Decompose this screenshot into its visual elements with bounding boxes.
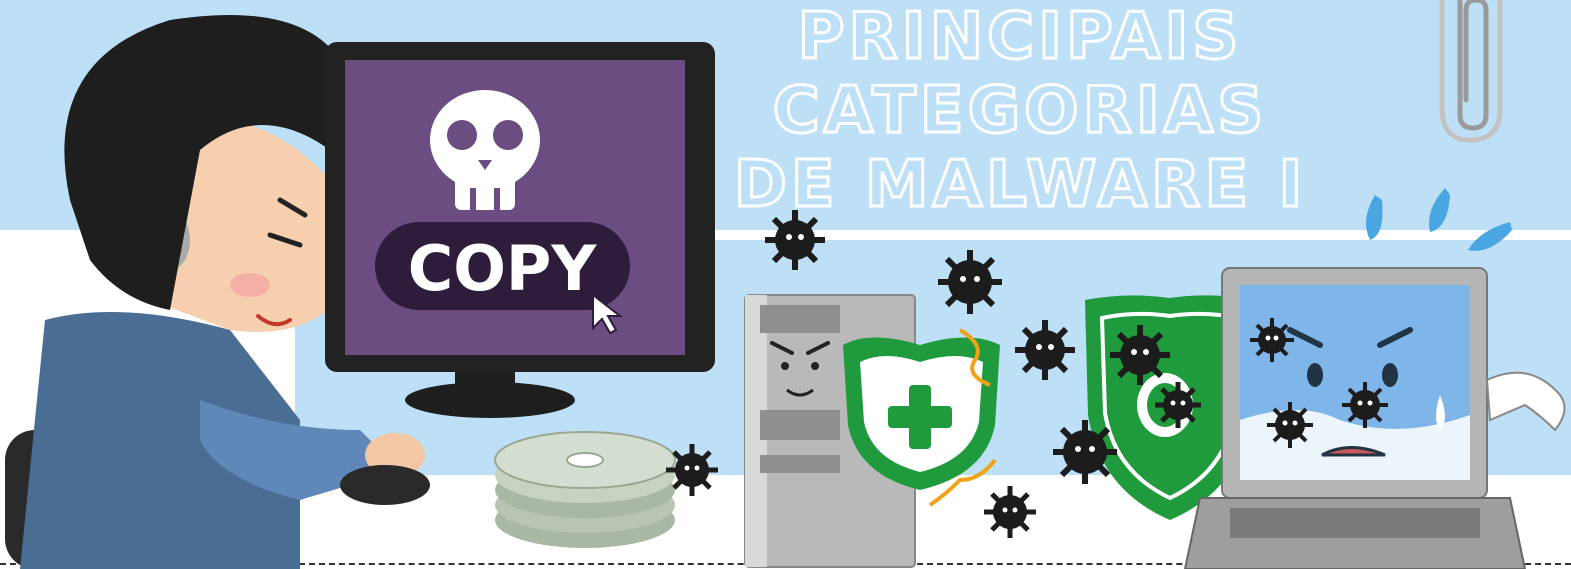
tower-mouth bbox=[786, 388, 814, 397]
virus-icon bbox=[1342, 382, 1388, 428]
virus-icon bbox=[1015, 320, 1075, 380]
person-eye-left bbox=[277, 197, 308, 218]
tower-eye-right bbox=[811, 362, 819, 370]
sweat-drop-icon bbox=[1468, 222, 1512, 251]
person-torso bbox=[20, 312, 300, 569]
person-smile bbox=[256, 314, 292, 327]
laptop-brow-left bbox=[1287, 327, 1323, 348]
shield-glow-top bbox=[958, 328, 991, 387]
laptop-brow-right bbox=[1377, 327, 1413, 348]
virus-icon bbox=[765, 210, 825, 270]
computer-mouse bbox=[340, 465, 430, 505]
laptop-eye-left bbox=[1307, 363, 1323, 387]
person-face bbox=[150, 116, 340, 332]
shield-glow-bottom bbox=[928, 458, 997, 507]
tower-side bbox=[745, 295, 767, 567]
paperclip-icon bbox=[1457, 0, 1489, 131]
virus-icon bbox=[984, 486, 1036, 538]
laptop-arm bbox=[1485, 371, 1566, 432]
tower-drive-bay-3 bbox=[760, 455, 840, 473]
tower-drive-bay-1 bbox=[760, 305, 840, 333]
laptop-mouth bbox=[1321, 446, 1386, 457]
laptop-keyboard bbox=[1230, 508, 1480, 538]
sweat-drop-icon bbox=[1429, 188, 1450, 232]
title-line-2: CATEGORIAS bbox=[771, 73, 1268, 150]
title-line-1: PRINCIPAIS bbox=[796, 0, 1243, 76]
cursor-arrow-icon bbox=[592, 292, 623, 335]
shield-plus-icon bbox=[843, 337, 1000, 490]
tower-eye-left bbox=[781, 362, 789, 370]
virus-icon bbox=[1250, 318, 1294, 362]
banner-title: PRINCIPAIS CATEGORIAS DE MALWARE I bbox=[700, 0, 1340, 224]
virus-icon bbox=[1267, 402, 1313, 448]
virus-icon bbox=[938, 250, 1002, 314]
person-hair bbox=[64, 15, 348, 310]
disc-stack-illustration bbox=[494, 431, 676, 548]
copy-button-graphic bbox=[375, 222, 630, 310]
laptop-illustration bbox=[1183, 267, 1566, 569]
person-cheek bbox=[230, 273, 270, 297]
monitor-illustration: COPY bbox=[325, 42, 715, 418]
skull-icon bbox=[430, 90, 540, 210]
sweat-drop-icon bbox=[1366, 195, 1383, 240]
copy-button-label: COPY bbox=[408, 232, 598, 305]
monitor-base bbox=[405, 382, 575, 418]
person-eye-right bbox=[267, 232, 303, 248]
tower-drive-bay-2 bbox=[760, 410, 840, 440]
tower-brow-left bbox=[770, 341, 794, 355]
virus-icon bbox=[1110, 325, 1170, 385]
virus-icon bbox=[666, 444, 718, 496]
virus-icon bbox=[1053, 420, 1117, 484]
person-illustration bbox=[5, 15, 430, 569]
title-line-3: DE MALWARE I bbox=[732, 147, 1307, 224]
laptop-eye-right bbox=[1382, 363, 1398, 387]
virus-icon bbox=[1155, 382, 1201, 428]
laptop-tear bbox=[1436, 395, 1445, 430]
paperclip-icon-outer bbox=[1439, 0, 1503, 143]
tower-brow-right bbox=[806, 341, 830, 355]
